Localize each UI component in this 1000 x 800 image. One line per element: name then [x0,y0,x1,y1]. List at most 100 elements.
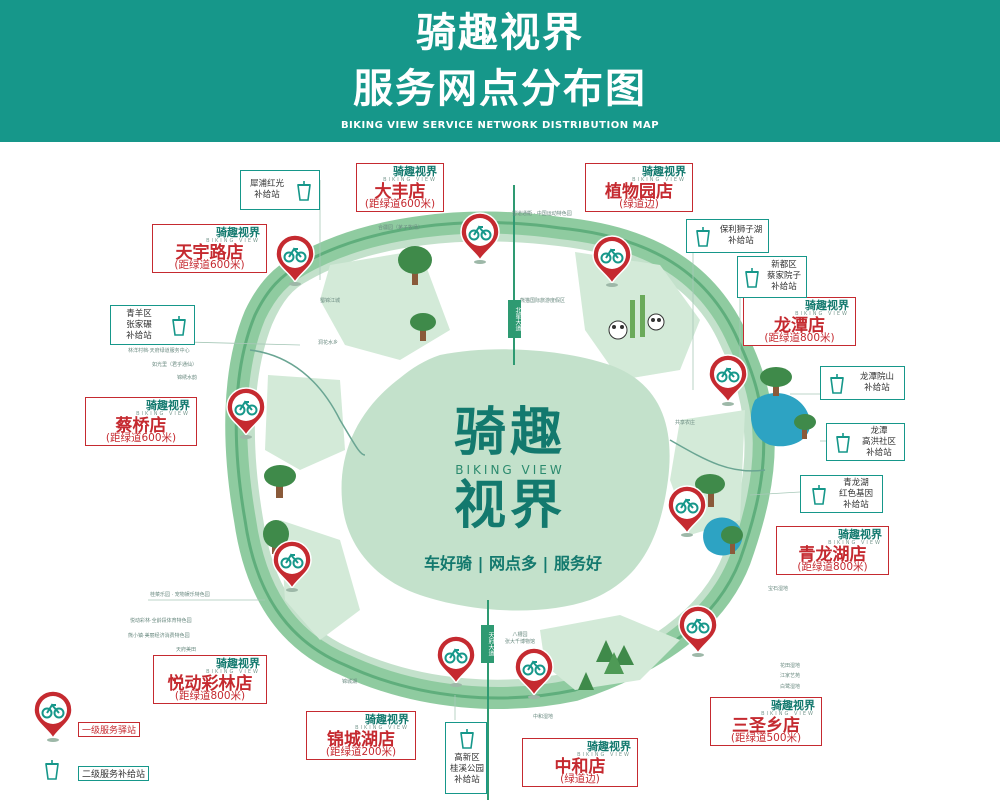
tree-icon [264,465,296,498]
center-en: BIKING VIEW [455,463,565,477]
title-line2: 服务网点分布图 [353,66,647,112]
place-label: 洞花水乡 [318,340,339,346]
tree-icon [760,367,792,396]
store-name: 天宇路店 [175,243,244,263]
cup-icon [745,268,759,288]
road-label-north: 北星大道 [508,300,521,338]
store-label-sanshengxiang[interactable]: 骑趣视界 BIKING VIEW 三圣乡店 (距绿道500米) [710,697,822,746]
place-label: 共享农庄 [675,420,696,426]
store-name: 大丰店 [374,182,426,202]
store-distance: (绿道边) [560,773,600,785]
center-line2: 视界 [453,476,566,536]
river-east [669,439,766,472]
place-label: 锦绣水韵 [177,375,198,381]
tree-icon [410,313,436,341]
place-label: 如光里（君乎通仙） [152,362,198,368]
supply-text: 龙潭 高洪社区 补给站 [861,426,896,458]
cup-icon [172,316,186,336]
store-label-dafeng[interactable]: 骑趣视界 BIKING VIEW 大丰店 (距绿道600米) [356,163,444,212]
supply-hongse[interactable]: 青龙湖 红色基因 补给站 [800,475,883,513]
cup-icon [830,374,844,394]
supply-text: 龙潭院山 补给站 [859,372,894,393]
place-label: 江家艺苑 [780,673,801,679]
place-label: 八槽园 张大千博物馆 [505,632,536,645]
store-distance: (距绿道600米) [174,259,245,271]
central-area [341,349,670,611]
place-label: 悦动彩林·全龄段体育特色园 [130,618,192,624]
center-slogan: 车好骑 | 网点多 | 服务好 [424,554,602,573]
store-name: 三圣乡店 [732,716,800,736]
leader-lines [109,175,840,720]
place-label: 锦城湖 [342,679,358,685]
store-label-qinglonghu[interactable]: 骑趣视界 BIKING VIEW 青龙湖店 (距绿道800米) [776,526,889,575]
header: 骑趣视界 服务网点分布图 BIKING VIEW SERVICE NETWORK… [0,0,1000,142]
store-distance: (距绿道800米) [797,561,868,573]
store-label-caiqiao[interactable]: 骑趣视界 BIKING VIEW 蔡桥店 (距绿道600米) [85,397,197,446]
store-label-longtan[interactable]: 骑趣视界 BIKING VIEW 龙潭店 (距绿道800米) [743,297,856,346]
supply-xipu[interactable]: 犀浦红光 补给站 [240,170,320,210]
store-distance: (距绿道600米) [364,198,436,210]
store-name: 中和店 [554,757,606,777]
store-name: 植物园店 [605,182,673,202]
place-label: 宝石湿地 [768,586,789,592]
store-label-tianyulu[interactable]: 骑趣视界 BIKING VIEW 天宇路店 (距绿道600米) [152,224,267,273]
supply-guixi[interactable]: 高新区 桂溪公园 补给站 [445,722,487,794]
store-name: 龙潭店 [774,316,825,336]
place-label: 天府美田 [176,647,197,653]
supply-text: 高新区 桂溪公园 补给站 [449,753,484,785]
road-label-south: 天府大道 [481,625,494,663]
place-label: 熊小镇·美丽经济消费特色园 [128,633,190,639]
store-distance: (距绿道800米) [174,690,246,702]
supply-text: 犀浦红光 补给站 [249,179,284,200]
supply-text: 青羊区 张家碾 补给站 [126,309,152,341]
store-distance: (距绿道200米) [325,746,397,758]
place-label: 林洋村档·天府绿道服务中心 [128,348,190,354]
supply-baoli[interactable]: 保利狮子湖 补给站 [686,219,769,253]
pine-tree-icon [578,640,634,690]
place-label: 白鹭湿地 [780,684,801,690]
tree-icon [721,526,743,554]
cup-icon [812,485,826,505]
legend-primary-label: 一级服务驿站 [78,722,141,737]
lake-longtan [750,392,811,447]
cup-icon [696,227,710,247]
place-label: 花田湿地 [780,663,801,669]
store-distance: (距绿道600米) [105,432,177,444]
supply-text: 保利狮子湖 补给站 [719,225,763,246]
supply-xindu[interactable]: 新都区 蔡家院子 补给站 [737,256,807,298]
store-name: 锦城湖店 [327,730,395,750]
place-label: 合疆园（茅子牧场） [378,225,424,231]
place-label: 桂菜乐园 · 宠物娱乐特色园 [150,592,210,598]
place-label: 蜀锦江城 [320,298,341,304]
title-line1: 骑趣视界 [416,10,584,56]
supply-text: 新都区 蔡家院子 补给站 [766,260,801,292]
store-distance: (绿道边) [619,198,659,210]
store-distance: (距绿道500米) [730,732,802,744]
tree-icon [398,246,432,285]
cup-icon [460,729,474,749]
store-name: 悦动彩林店 [167,674,253,694]
supply-gaohong[interactable]: 龙潭 高洪社区 补给站 [826,423,905,461]
supply-text: 青龙湖 红色基因 补给站 [838,478,873,510]
supply-qingyang[interactable]: 青羊区 张家碾 补给站 [110,305,195,345]
cup-icon [297,181,311,201]
store-distance: (距绿道800米) [764,332,835,344]
legend-secondary-label: 二级服务补给站 [78,766,150,781]
legend-cup-icon [45,760,59,780]
place-label: 熊猫国际旅游度假区 [520,298,566,304]
title-en: BIKING VIEW SERVICE NETWORK DISTRIBUTION… [340,120,660,131]
store-name: 蔡桥店 [115,416,167,436]
store-label-yuedong[interactable]: 骑趣视界 BIKING VIEW 悦动彩林店 (距绿道800米) [153,655,267,704]
cup-icon [836,433,850,453]
tree-icon [794,414,816,439]
store-label-jinchenghu[interactable]: 骑趣视界 BIKING VIEW 锦城湖店 (距绿道200米) [306,711,416,760]
center-line1: 骑趣 [453,403,566,463]
store-label-zhiwuyuan[interactable]: 骑趣视界 BIKING VIEW 植物园店 (绿道边) [585,163,693,212]
panda-icon [608,295,665,340]
supply-longtanyuan[interactable]: 龙潭院山 补给站 [820,366,905,400]
river-west [249,349,366,456]
place-label: 中和湿地 [533,714,554,720]
green-area-w [265,375,345,470]
store-label-zhonghe[interactable]: 骑趣视界 BIKING VIEW 中和店 (绿道边) [522,738,638,787]
store-name: 青龙湖店 [798,545,867,565]
